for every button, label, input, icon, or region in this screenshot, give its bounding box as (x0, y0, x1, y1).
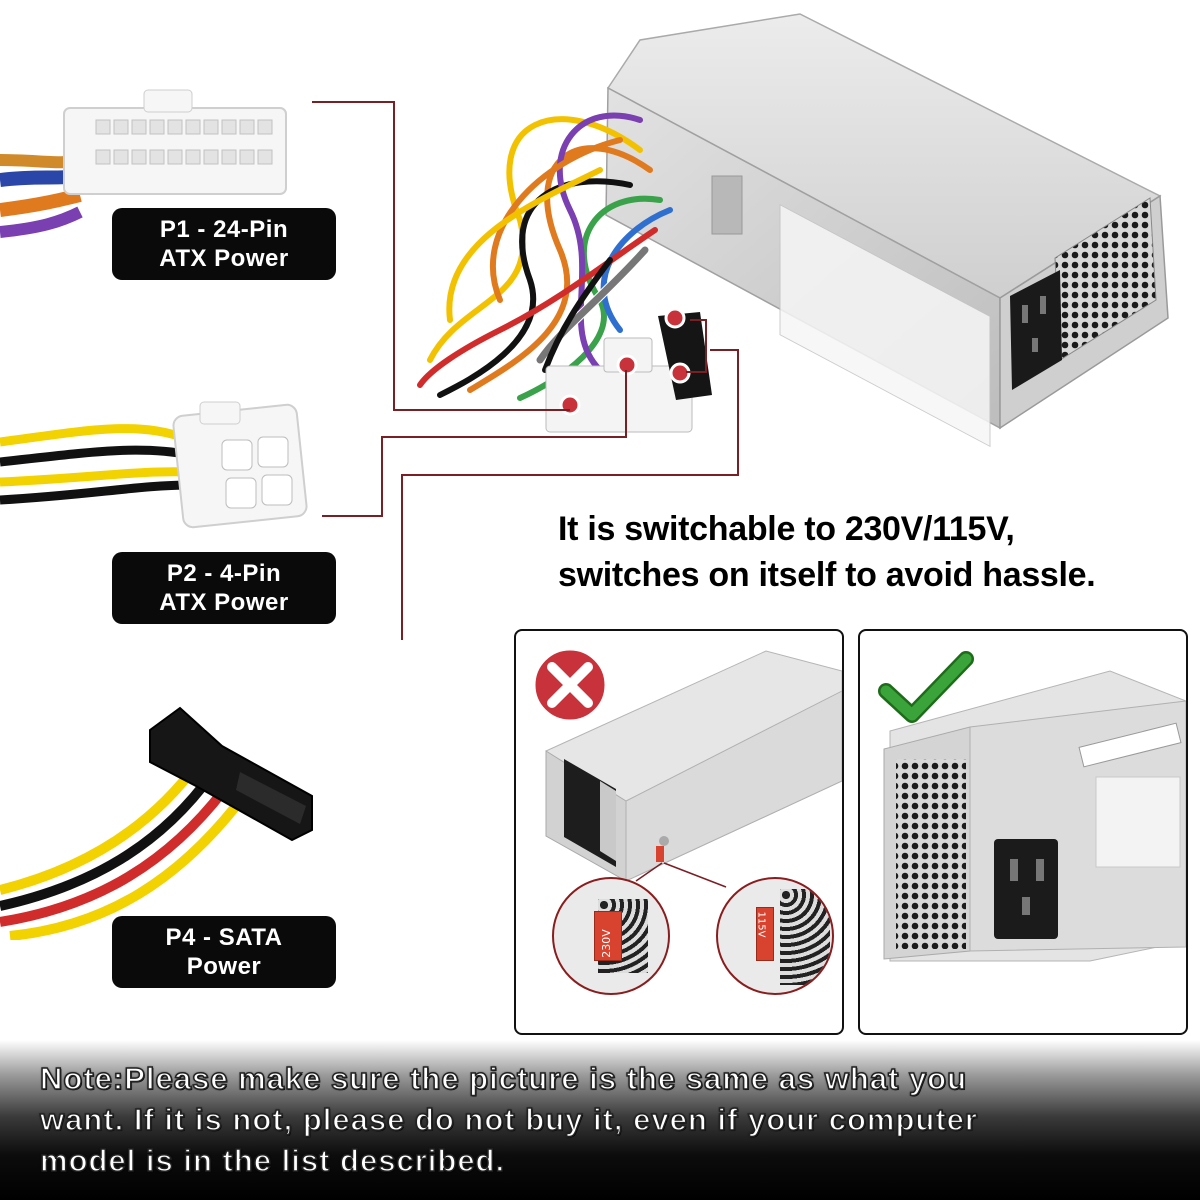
switch-zoom-230v: 230V (552, 877, 670, 995)
label-p4-line1: P4 - SATA (165, 924, 283, 951)
label-p4-line2: Power (186, 953, 262, 980)
note-line3: model is in the list described. (39, 1142, 506, 1179)
headline-line1: It is switchable to 230V/115V, (558, 510, 1015, 548)
power-supply-unit (605, 13, 1169, 448)
psu-illustration (0, 13, 1169, 640)
wrong-version-panel: 230V 115V (514, 629, 844, 1035)
headline-line2: switches on itself to avoid hassle. (558, 556, 1096, 594)
correct-version-panel (858, 629, 1188, 1035)
zoom-leader-lines (635, 862, 727, 888)
purchase-note: Note:Please make sure the picture is the… (39, 1058, 1180, 1181)
sata-connector (0, 706, 313, 940)
label-p4-sata: P4 - SATA Power (112, 916, 336, 988)
label-p2-4-pin: P2 - 4-Pin ATX Power (112, 552, 336, 624)
label-p2-line1: P2 - 4-Pin (166, 560, 282, 587)
correct-psu-image (883, 670, 1186, 962)
label-p2-line2: ATX Power (159, 589, 289, 616)
note-line1: Note:Please make sure the picture is the… (39, 1060, 968, 1097)
atx-4pin-connector (0, 401, 308, 529)
label-p1-line1: P1 - 24-Pin (159, 216, 289, 243)
switch-zoom-115v: 115V (716, 877, 834, 995)
connector-marker-dots (559, 307, 691, 416)
correct-check-icon (878, 649, 974, 725)
note-banner (0, 1040, 1200, 1200)
cable-bundle (417, 112, 673, 401)
switchable-headline: It is switchable to 230V/115V, switches … (558, 506, 1178, 598)
label-p1-line2: ATX Power (159, 245, 289, 272)
atx-24pin-connector (0, 89, 287, 238)
ac-power-inlet (1010, 270, 1062, 390)
label-p1-24-pin: P1 - 24-Pin ATX Power (112, 208, 336, 280)
wrong-psu-image (545, 650, 842, 882)
leader-lines (312, 101, 739, 640)
note-line2: want. If it is not, please do not buy it… (39, 1101, 978, 1138)
wrong-x-icon (530, 645, 610, 725)
